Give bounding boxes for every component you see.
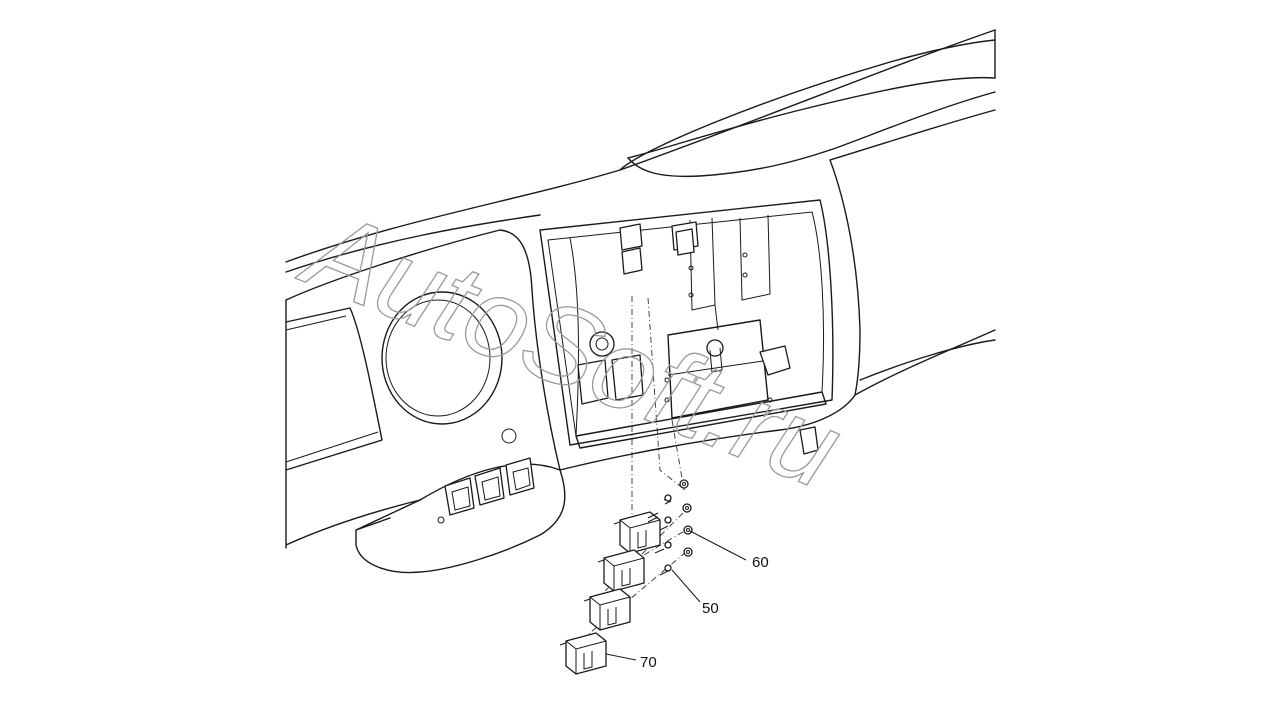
leader-line-70 bbox=[605, 653, 637, 661]
leader-line-50 bbox=[671, 569, 701, 603]
rocker-switch-group bbox=[444, 457, 535, 516]
relay-part-70 bbox=[559, 632, 607, 675]
relay-part bbox=[613, 511, 661, 554]
watermark-text: AutoSoft.ru bbox=[285, 184, 857, 512]
screw-part bbox=[647, 494, 672, 576]
callout-70: 70 bbox=[640, 654, 657, 671]
relay-part bbox=[583, 588, 631, 631]
dashboard-panel bbox=[285, 29, 996, 574]
relay-compartment bbox=[539, 199, 834, 455]
callout-50: 50 bbox=[702, 600, 719, 617]
callout-60: 60 bbox=[752, 554, 769, 571]
exploded-parts bbox=[559, 296, 747, 675]
relay-part bbox=[597, 549, 645, 592]
leader-line-60 bbox=[689, 530, 747, 561]
washer-part bbox=[679, 479, 693, 557]
